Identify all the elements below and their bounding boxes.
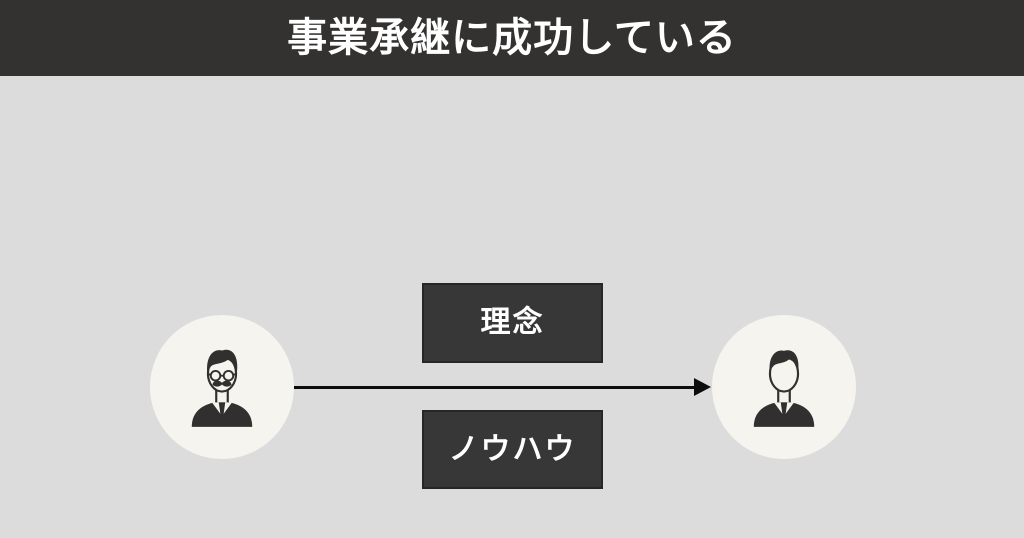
page-title: 事業承継に成功している	[287, 16, 737, 60]
predecessor-circle	[150, 315, 294, 459]
philosophy-label: 理念	[480, 306, 545, 339]
senior-businessman-icon	[191, 349, 253, 427]
successor-circle	[712, 315, 856, 459]
junior-businessman-icon	[753, 350, 815, 427]
diagram-area: 理念 ノウハウ	[0, 76, 1024, 538]
succession-arrow-head-icon	[694, 378, 711, 396]
label-box-knowhow: ノウハウ	[422, 410, 603, 489]
label-box-philosophy: 理念	[422, 283, 603, 363]
knowhow-label: ノウハウ	[448, 432, 577, 466]
succession-arrow-line	[294, 386, 696, 389]
header-bar: 事業承継に成功している	[0, 0, 1024, 76]
